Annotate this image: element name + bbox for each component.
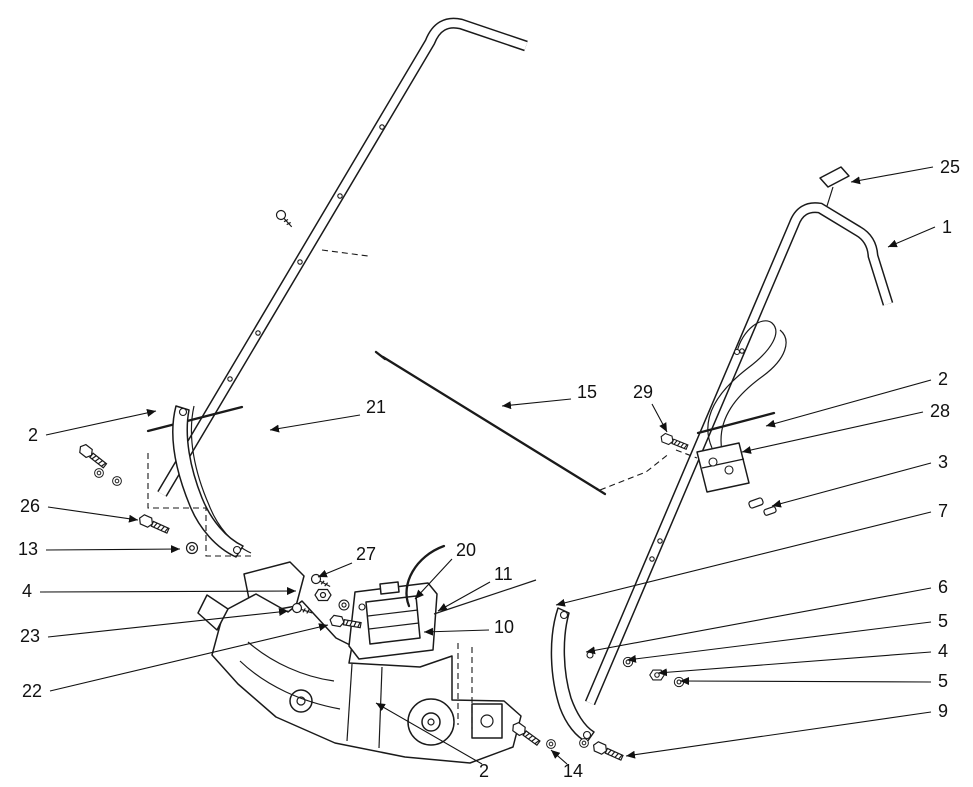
- wiring-harness: [707, 320, 787, 452]
- diagram-artwork: [76, 17, 894, 764]
- callout-29: 29: [633, 382, 653, 402]
- handle-grip-tab: [819, 166, 850, 207]
- callout-7: 7: [938, 501, 948, 521]
- leader-line-10: [423, 627, 490, 636]
- leader-line-15: [501, 398, 572, 410]
- washer: [94, 468, 104, 478]
- callout-layer: 25 1 2 28 3 7 6 5 4 5 9 2 26 13 4 23 22 21 15 29 27 20 11 10 2 14: [18, 157, 960, 781]
- right-mounting-bracket: [550, 607, 595, 743]
- callout-28: 28: [930, 401, 950, 421]
- callout-4: 4: [22, 581, 32, 601]
- tube-hole: [657, 538, 663, 544]
- callout-21: 21: [366, 397, 386, 417]
- leader-line-13: [45, 545, 181, 554]
- tube-hole: [739, 348, 745, 354]
- callout-15: 15: [577, 382, 597, 402]
- leader-line-4: [657, 651, 932, 677]
- washer: [546, 739, 556, 749]
- screw: [274, 208, 296, 231]
- leader-line-27: [317, 562, 353, 578]
- leader-line-2: [765, 379, 932, 428]
- cross-rod-right: [696, 411, 776, 435]
- motor-block-assembly: [338, 544, 537, 660]
- leader-line-9: [625, 711, 932, 759]
- callout-5: 5: [938, 611, 948, 631]
- right-handle-tube: [584, 202, 894, 706]
- callout-27: 27: [356, 544, 376, 564]
- upper-handle-tube: [157, 17, 528, 497]
- callout-20: 20: [456, 540, 476, 560]
- leader-line-2: [375, 702, 483, 765]
- leader-line-1: [887, 226, 936, 248]
- left-mounting-bracket: [147, 405, 252, 558]
- leader-line-11: [437, 581, 491, 612]
- callout-10: 10: [494, 617, 514, 637]
- tube-hole: [379, 124, 385, 130]
- callout-22: 22: [22, 681, 42, 701]
- callout-1: 1: [942, 217, 952, 237]
- tube-hole: [337, 193, 343, 199]
- control-module: [675, 442, 777, 516]
- washer-9: [579, 738, 589, 748]
- bolt-9: [590, 739, 625, 763]
- guide-rod-curved: [405, 544, 446, 608]
- spacer-cylinder: [748, 497, 764, 509]
- tube-hole: [227, 376, 233, 382]
- callout-6: 6: [938, 577, 948, 597]
- leader-line-3: [771, 462, 932, 508]
- leader-line-28: [741, 411, 924, 454]
- nut-4-right: [649, 669, 665, 681]
- callout-23: 23: [20, 626, 40, 646]
- leader-line-20: [414, 558, 453, 600]
- callout-9: 9: [938, 701, 948, 721]
- leader-line-2: [45, 409, 157, 436]
- washer-5b: [673, 676, 685, 688]
- callout-4: 4: [938, 641, 948, 661]
- callout-13: 13: [18, 539, 38, 559]
- leader-line-4: [39, 587, 297, 596]
- tube-hole: [297, 259, 303, 265]
- leader-line-5: [679, 677, 932, 686]
- bolt: [76, 442, 109, 471]
- nut-4: [314, 588, 332, 602]
- control-cable: [321, 249, 671, 496]
- washer: [338, 599, 350, 611]
- leader-line-23: [47, 607, 289, 638]
- engine-housing: [197, 593, 522, 764]
- callout-11: 11: [494, 564, 513, 584]
- leader-line-26: [47, 506, 139, 523]
- callout-26: 26: [20, 496, 40, 516]
- bolt-26: [136, 512, 171, 536]
- washer: [112, 476, 122, 486]
- callout-25: 25: [940, 157, 960, 177]
- leader-line-21: [269, 414, 361, 433]
- tube-hole: [255, 330, 261, 336]
- leader-line-29: [651, 403, 668, 433]
- leader-line-22: [49, 623, 329, 692]
- washer-13: [185, 541, 199, 555]
- cable-link: [433, 579, 537, 615]
- callout-14: 14: [563, 761, 583, 781]
- cross-rod-left: [146, 405, 244, 433]
- callout-5: 5: [938, 671, 948, 691]
- tube-hole: [649, 556, 655, 562]
- callout-2: 2: [938, 369, 948, 389]
- callout-2: 2: [479, 761, 489, 781]
- leader-line-14: [550, 749, 568, 765]
- bolt-29: [658, 431, 690, 452]
- leader-line-7: [555, 511, 932, 607]
- leader-line-5: [626, 621, 932, 663]
- callout-3: 3: [938, 452, 948, 472]
- leader-line-6: [585, 587, 932, 655]
- callout-2: 2: [28, 425, 38, 445]
- spacer-cylinder: [763, 506, 777, 516]
- washer-5: [622, 656, 634, 668]
- leader-line-25: [850, 166, 934, 185]
